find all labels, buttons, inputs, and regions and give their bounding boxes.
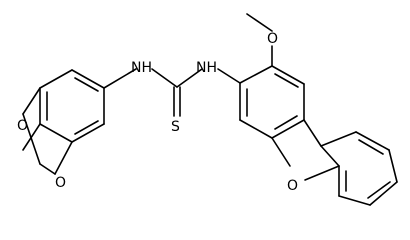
furan-oxygen-label: O [287, 178, 298, 194]
bond [246, 13, 273, 32]
atom-labels: NH NH S O O O O [17, 31, 298, 194]
bond [39, 163, 56, 175]
bond [320, 145, 340, 167]
bond [22, 87, 41, 115]
bond [151, 68, 178, 88]
bond [271, 65, 305, 85]
bond-double-inner [74, 77, 99, 92]
methoxy-oxygen-label: O [267, 31, 278, 47]
bond [320, 131, 357, 147]
bond [271, 119, 305, 139]
bond [217, 68, 241, 84]
bond [388, 149, 398, 183]
dioxole-oxygen-lower-label: O [55, 175, 66, 191]
bond [71, 69, 105, 89]
bond-double-inner [274, 115, 298, 130]
bond [239, 65, 273, 84]
bond [369, 181, 398, 206]
bond-double-inner [367, 181, 391, 199]
bond [355, 131, 390, 151]
bond [39, 69, 73, 89]
bond [22, 113, 41, 165]
molecule-diagram: NH NH S O O O O [17, 13, 398, 206]
bond [239, 119, 273, 139]
bond-double-inner [358, 139, 384, 155]
bond [176, 68, 203, 88]
bond-double-inner [274, 73, 299, 88]
thione-sulfur-label: S [171, 119, 180, 135]
bond [304, 165, 340, 181]
bond [338, 195, 371, 206]
nh-left-label: NH [131, 60, 152, 76]
bond [103, 68, 137, 89]
bond-skeleton [22, 13, 398, 206]
bond [303, 119, 322, 147]
dioxole-oxygen-upper-label: O [17, 118, 28, 134]
bond [39, 123, 73, 143]
bond [54, 141, 73, 175]
bond [271, 137, 291, 167]
bond-double-inner [74, 120, 99, 135]
nh-right-label: NH [196, 60, 217, 76]
bond [71, 123, 105, 143]
